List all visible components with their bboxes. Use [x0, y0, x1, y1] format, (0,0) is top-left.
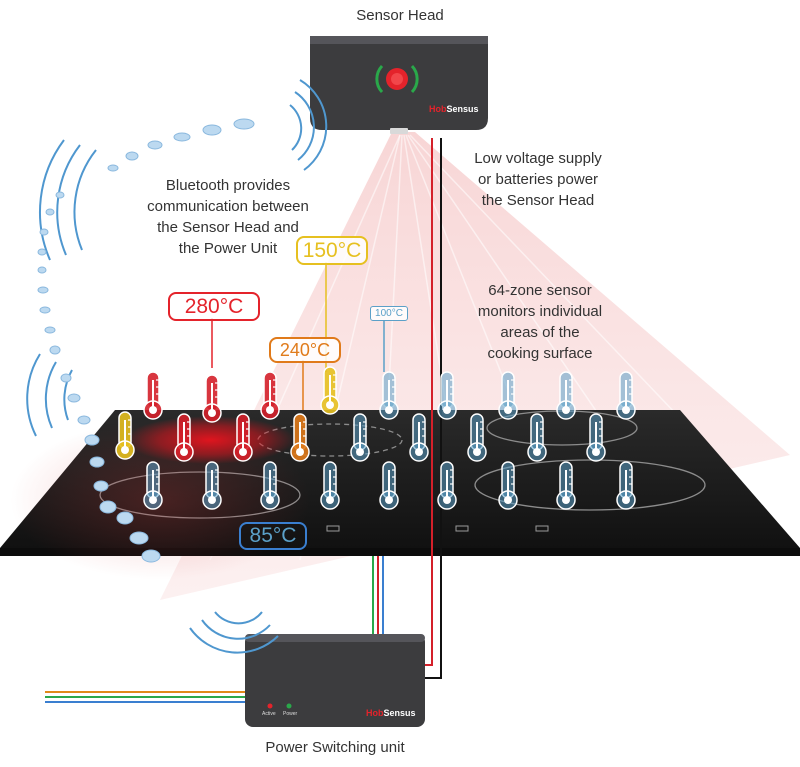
temp-label-240: 240°C: [269, 337, 341, 363]
temp-label-85: 85°C: [239, 522, 307, 550]
thermometer-grid: [115, 366, 636, 510]
zones-caption-line: cooking surface: [487, 345, 593, 362]
thermometer-icon: [115, 411, 135, 460]
brand-sensus: Sensus: [446, 104, 479, 114]
bluetooth-arcs-left-lower: [26, 353, 73, 437]
temp-label-280: 280°C: [168, 292, 260, 321]
bluetooth-caption-line: the Power Unit: [178, 240, 278, 257]
bluetooth-caption-line: Bluetooth provides: [165, 177, 291, 194]
brand-hob: Hob: [366, 708, 384, 718]
thermometer-icon: [233, 413, 253, 462]
zones-caption-line: monitors individual: [477, 303, 603, 320]
red-supply-cable: [425, 138, 433, 666]
bluetooth-arcs-bottom: [189, 611, 279, 654]
temp-label-100: 100°C: [370, 306, 408, 321]
thermometer-icon: [616, 371, 636, 420]
bluetooth-caption-line: the Sensor Head and: [157, 219, 299, 236]
signal-arc-left-icon: [375, 64, 384, 94]
bluetooth-caption-line: communication between: [147, 198, 309, 215]
thermometer-icon: [409, 413, 429, 462]
power-indicator-label: Power: [283, 711, 298, 717]
cables: [45, 138, 442, 703]
bluetooth-arcs-top: [289, 79, 328, 171]
brand-hob: Hob: [429, 104, 447, 114]
thermometer-icon: [202, 374, 222, 423]
thermometer-icon: [320, 366, 340, 415]
thermometer-icon: [556, 461, 576, 510]
zones-caption: 64-zone sensor monitors individual areas…: [450, 280, 630, 364]
thermometer-icon: [350, 413, 370, 462]
thermometer-icon: [174, 413, 194, 462]
bluetooth-caption: Bluetooth provides communication between…: [128, 175, 328, 259]
active-led-icon: [267, 703, 273, 709]
supply-caption-line: Low voltage supply: [474, 150, 602, 167]
brand-sensus: Sensus: [383, 708, 416, 718]
thermometer-icon: [437, 371, 457, 420]
thermometer-icon: [498, 371, 518, 420]
black-supply-cable: [425, 138, 442, 679]
thermometer-icon: [202, 461, 222, 510]
supply-caption-line: or batteries power: [477, 171, 599, 188]
temp-label-150: 150°C: [296, 236, 368, 265]
thermometer-icon: [143, 461, 163, 510]
signal-arc-right-icon: [410, 64, 419, 94]
power-unit-label: Power Switching unit: [265, 739, 405, 756]
thermometer-icon: [556, 371, 576, 420]
sensor-head-label: Sensor Head: [356, 7, 444, 24]
thermometer-icon: [616, 461, 636, 510]
thermometer-icon: [498, 461, 518, 510]
thermometer-icon: [290, 413, 310, 462]
active-indicator-label: Active: [262, 711, 276, 717]
hob-controls: [326, 525, 549, 532]
thermometer-icon: [320, 461, 340, 510]
supply-caption-line: the Sensor Head: [481, 192, 595, 209]
thermometer-icon: [527, 413, 547, 462]
hot-spot: [125, 416, 295, 464]
thermometer-icon: [379, 371, 399, 420]
thermometer-icon: [379, 461, 399, 510]
thermometer-icon: [260, 461, 280, 510]
thermometer-icon: [143, 371, 163, 420]
bluetooth-bubbles: [37, 118, 255, 563]
thermometer-icon: [586, 413, 606, 462]
thermometer-icon: [437, 461, 457, 510]
power-led-icon: [286, 703, 292, 709]
supply-caption: Low voltage supply or batteries power th…: [448, 148, 628, 211]
power-unit-device: [245, 634, 425, 727]
sensor-brand-logo: HobSensus: [429, 104, 479, 114]
sensor-head-device: [310, 36, 488, 134]
power-unit-brand-logo: HobSensus: [366, 708, 416, 718]
bluetooth-arcs-left-upper: [39, 139, 97, 261]
zones-caption-line: areas of the: [500, 324, 580, 341]
zones-caption-line: 64-zone sensor: [488, 282, 592, 299]
thermometer-icon: [467, 413, 487, 462]
thermometer-icon: [260, 371, 280, 420]
